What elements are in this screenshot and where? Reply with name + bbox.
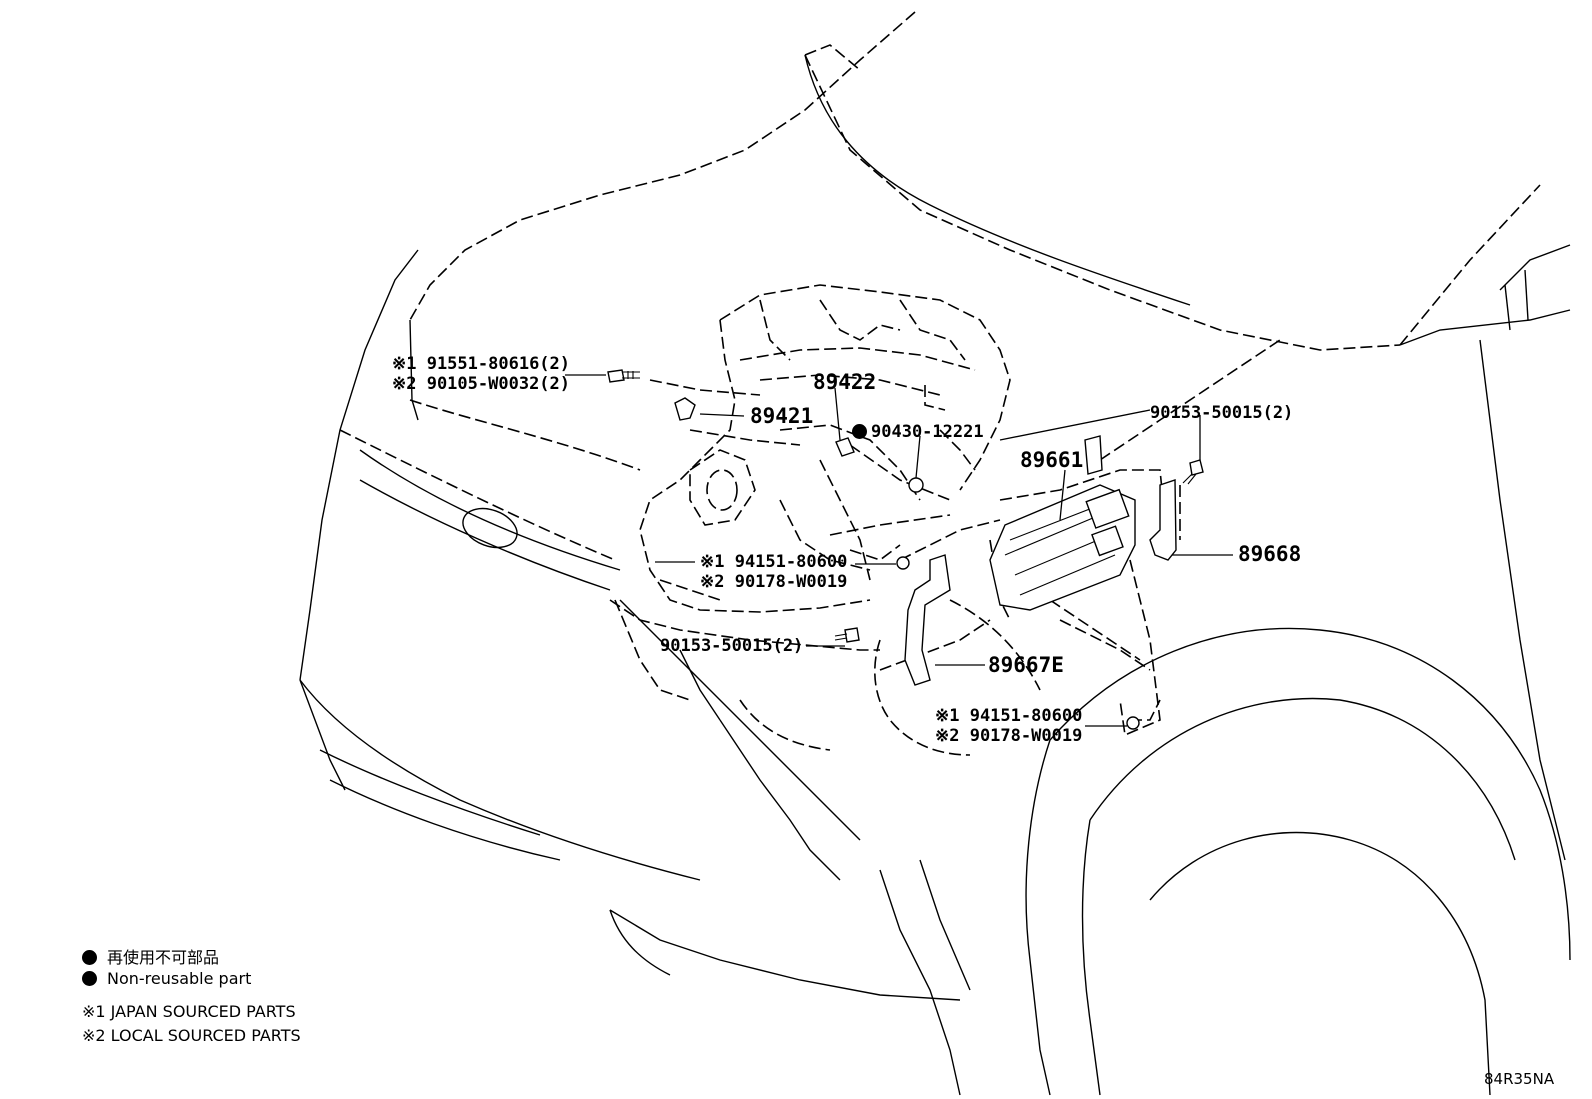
legend-nonreusable-jp: 再使用不可部品 — [82, 944, 219, 968]
callout-89421: 89421 — [750, 404, 814, 428]
callout-89422: 89422 — [813, 370, 877, 394]
callout-90105-w0032: ※2 90105-W0032(2) — [392, 374, 571, 394]
callout-90430-12221-text: 90430-12221 — [871, 422, 984, 442]
callout-94151-80600-upper: ※1 94151-80600 — [700, 552, 848, 572]
front-fascia-outline — [299, 249, 971, 1096]
callout-90178-w0019-lower: ※2 90178-W0019 — [935, 726, 1083, 746]
callout-89661: 89661 — [1020, 448, 1084, 472]
legend-note-local: ※2 LOCAL SOURCED PARTS — [82, 1026, 301, 1045]
filled-circle-icon — [82, 971, 97, 986]
callout-89667e: 89667E — [988, 653, 1064, 677]
hood-outline — [409, 11, 1541, 421]
callout-89668: 89668 — [1238, 542, 1302, 566]
callout-90178-w0019-upper: ※2 90178-W0019 — [700, 572, 848, 592]
legend-note-japan: ※1 JAPAN SOURCED PARTS — [82, 1002, 296, 1021]
fender-wheel-arch — [1025, 244, 1571, 1096]
mounting-guides — [609, 339, 1281, 737]
fasteners — [607, 369, 1204, 730]
legend-nonreusable-en-text: Non-reusable part — [107, 969, 252, 988]
bracket-89668 — [1149, 479, 1177, 561]
leader-lines — [565, 374, 1233, 727]
callout-90153-50015-top: 90153-50015(2) — [1150, 403, 1294, 423]
bracket-89667e — [904, 554, 951, 686]
callout-91551-80616: ※1 91551-80616(2) — [392, 354, 571, 374]
callout-90153-50015-mid: 90153-50015(2) — [660, 636, 804, 656]
legend-nonreusable-en: Non-reusable part — [82, 969, 251, 988]
callout-94151-80600-lower: ※1 94151-80600 — [935, 706, 1083, 726]
legend-nonreusable-jp-text: 再使用不可部品 — [107, 948, 220, 967]
engine-assembly — [639, 284, 1041, 756]
diagram-code: 84R35NA — [1484, 1070, 1555, 1088]
callout-90430-12221: 90430-12221 — [852, 423, 984, 442]
non-reusable-bullet-icon — [852, 424, 867, 439]
filled-circle-icon — [82, 950, 97, 965]
ecu-module — [989, 435, 1136, 611]
